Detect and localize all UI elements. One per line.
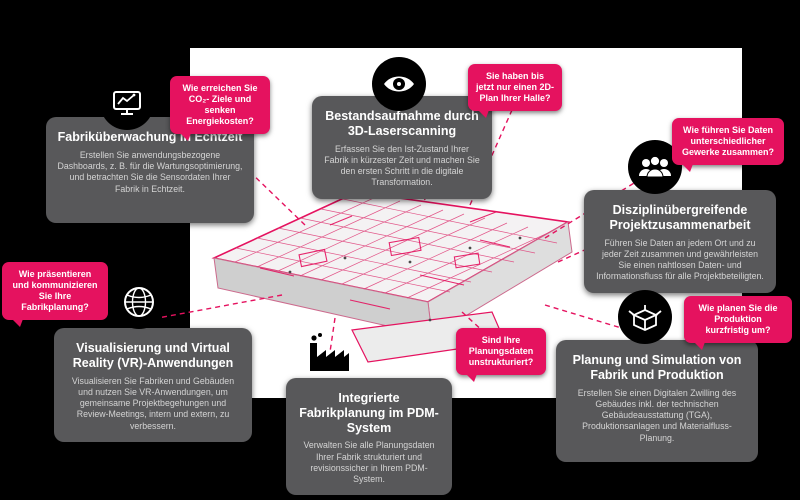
- callout-co2-question: Wie erreichen Sie CO₂- Ziele und senken …: [170, 76, 270, 141]
- card-title: Planung und Simulation von Fabrik und Pr…: [572, 353, 742, 382]
- card-project-collaboration: Disziplinübergreifende Projektzusammenar…: [584, 190, 776, 293]
- callout-gewerke-question: Wie führen Sie Daten unterschiedlicher G…: [672, 118, 784, 172]
- eye-icon: [372, 57, 426, 111]
- card-body: Verwalten Sie alle Planungsdaten Ihrer F…: [303, 440, 435, 484]
- cube-box-icon: [618, 290, 672, 344]
- callout-fabrikplanung-question: Wie präsentieren und kommunizieren Sie I…: [2, 262, 108, 327]
- factory-icon: [305, 331, 353, 380]
- card-factory-monitoring: Fabriküberwachung in Echtzeit Erstellen …: [46, 117, 254, 223]
- callout-2d-plan-question: Sie haben bis jetzt nur einen 2D-Plan Ih…: [468, 64, 562, 118]
- factory-3d-model: [211, 191, 573, 363]
- card-body: Erfassen Sie den Ist-Zustand Ihrer Fabri…: [324, 143, 480, 188]
- globe-icon: [112, 275, 166, 329]
- card-body: Erstellen Sie anwendungsbezogene Dashboa…: [57, 149, 243, 194]
- card-vr-visualization: Visualisierung und Virtual Reality (VR)-…: [54, 328, 252, 442]
- card-body: Führen Sie Daten an jedem Ort und zu jed…: [596, 237, 764, 282]
- card-title: Disziplinübergreifende Projektzusammenar…: [609, 203, 751, 232]
- callout-unstructured-data-question: Sind Ihre Planungsdaten unstrukturiert?: [456, 328, 546, 382]
- card-title: Bestandsaufnahme durch 3D-Laserscanning: [325, 109, 479, 138]
- dashboard-monitor-icon: [100, 76, 154, 130]
- card-title: Integrierte Fabrikplanung im PDM-System: [299, 391, 439, 435]
- card-title: Visualisierung und Virtual Reality (VR)-…: [72, 341, 234, 370]
- card-simulation: Planung und Simulation von Fabrik und Pr…: [556, 340, 758, 462]
- card-body: Erstellen Sie einen Digitalen Zwilling d…: [577, 387, 737, 443]
- card-body: Visualisieren Sie Fabriken und Gebäuden …: [71, 375, 235, 431]
- callout-production-question: Wie planen Sie die Produktion kurzfristi…: [684, 296, 792, 350]
- card-laser-scanning: Bestandsaufnahme durch 3D-Laserscanning …: [312, 96, 492, 199]
- card-pdm-planning: Integrierte Fabrikplanung im PDM-System …: [286, 378, 452, 496]
